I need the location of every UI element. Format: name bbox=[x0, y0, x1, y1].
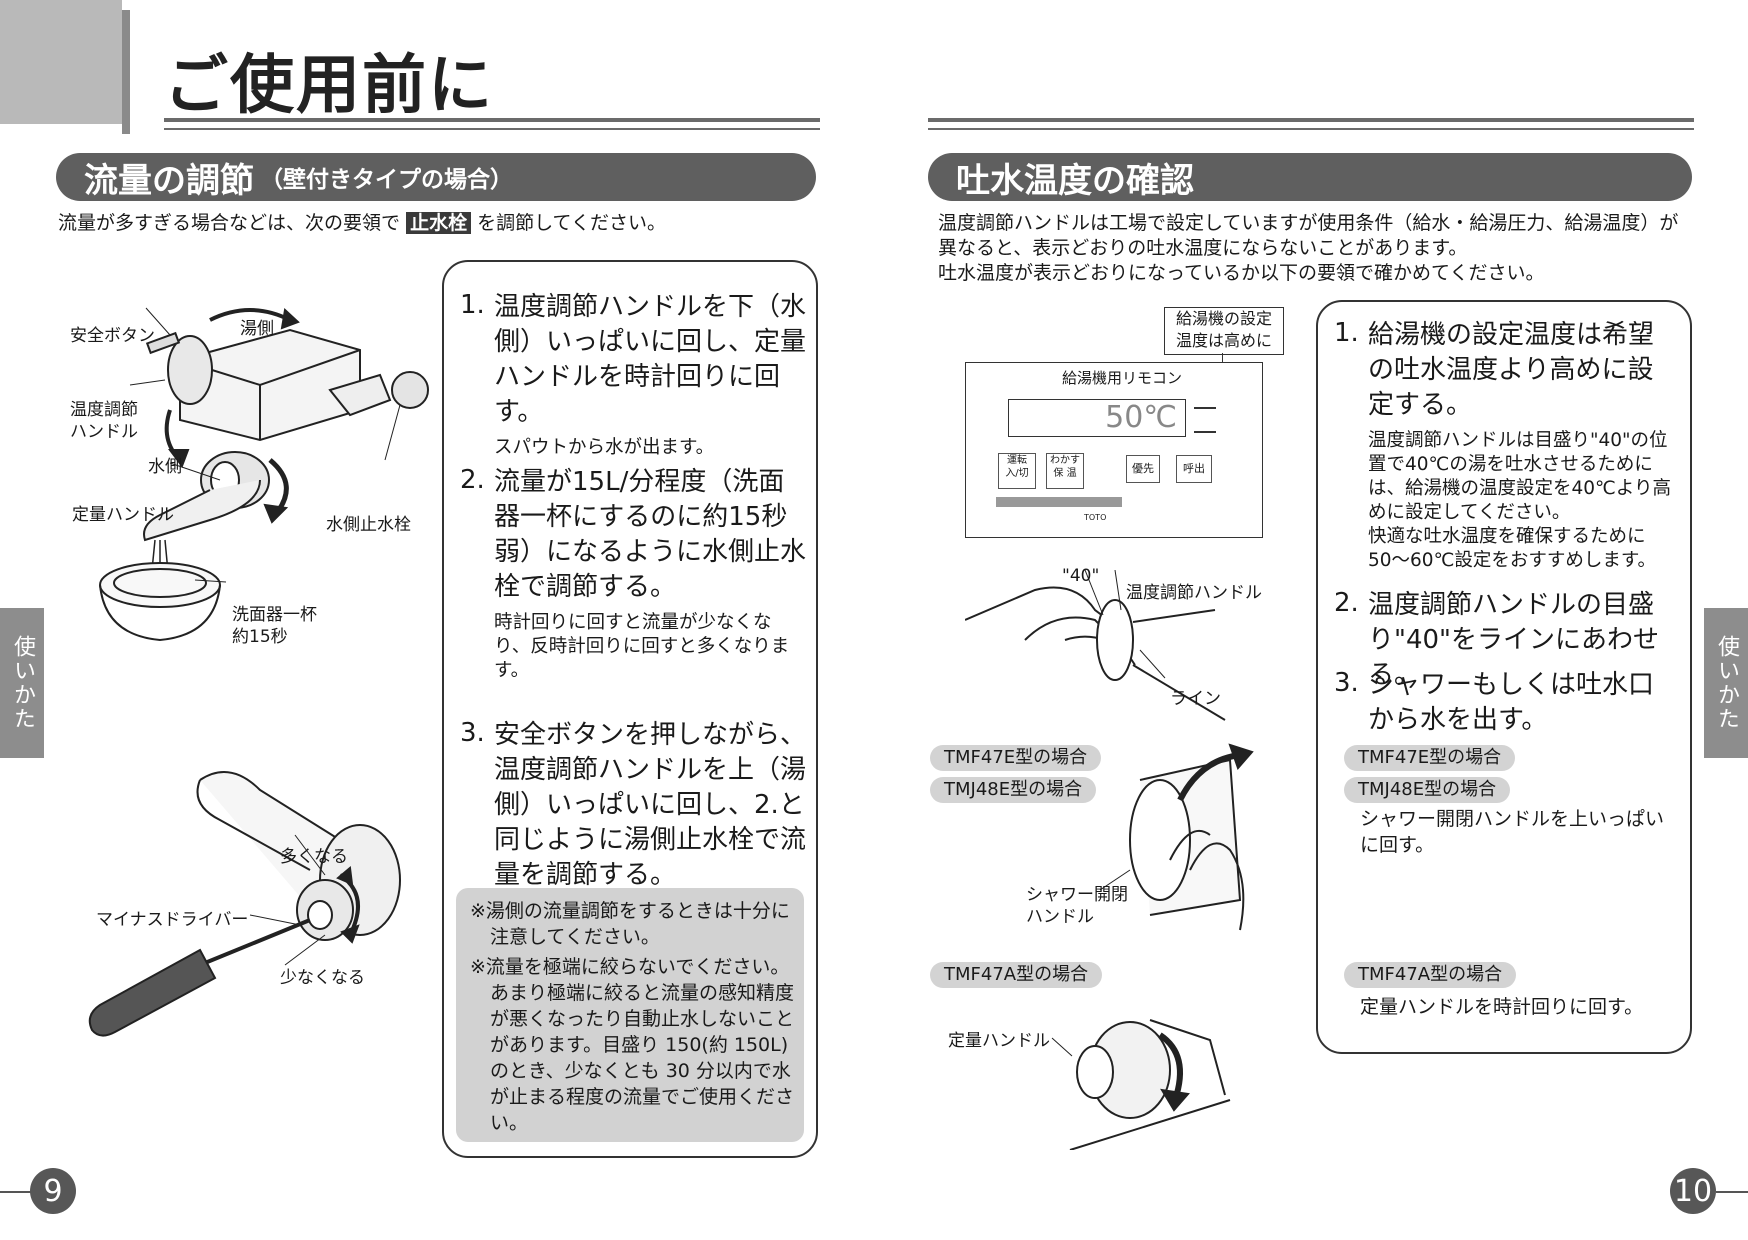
flow-handle-illustration bbox=[1051, 1019, 1231, 1150]
intro-highlight: 止水栓 bbox=[406, 212, 472, 234]
tag-tmf47e-left: TMF47E型の場合 bbox=[930, 745, 1102, 771]
label-flow-handle-right: 定量ハンドル bbox=[948, 1031, 1050, 1051]
steps-box-right bbox=[1316, 300, 1692, 1054]
page-number-left: 9 bbox=[30, 1168, 76, 1214]
tag-tmj48e-right: TMJ48E型の場合 bbox=[1344, 777, 1511, 803]
step-heading: 温度調節ハンドルを下（水側）いっぱいに回し、定量ハンドルを時計回りに回す。 bbox=[494, 292, 807, 427]
remote-brand: TOTO bbox=[1084, 513, 1107, 522]
section-header-flow: 流量の調節 （壁付きタイプの場合） bbox=[56, 153, 816, 201]
right-step-2: 2. 温度調節ハンドルの目盛り"40"をラインにあわせる。 bbox=[1334, 588, 1678, 693]
step-heading: 温度調節ハンドルの目盛り"40"をラインにあわせる。 bbox=[1368, 590, 1660, 690]
tag-tmf47a-left: TMF47A型の場合 bbox=[930, 962, 1103, 988]
step-number: 2. bbox=[460, 465, 485, 495]
title-underline-right-2 bbox=[928, 128, 1694, 130]
right-step-3: 3. シャワーもしくは吐水口から水を出す。 bbox=[1334, 668, 1678, 738]
step-body: 温度調節ハンドルは目盛り"40"の位置で40℃の湯を吐水させるためには、給湯機の… bbox=[1368, 430, 1671, 571]
label-water-stop: 水側止水栓 bbox=[326, 515, 411, 535]
label-water-side: 水側 bbox=[148, 457, 182, 477]
page-title: ご使用前に bbox=[164, 49, 494, 123]
title-underline-left bbox=[164, 118, 820, 122]
page-number-right: 10 bbox=[1670, 1168, 1716, 1214]
tag-tmf47e-right: TMF47E型の場合 bbox=[1344, 745, 1516, 771]
left-step-1: 1. 温度調節ハンドルを下（水側）いっぱいに回し、定量ハンドルを時計回りに回す。… bbox=[460, 290, 806, 460]
screwdriver-illustration bbox=[88, 771, 401, 1037]
remote-button-priority[interactable]: 優先 bbox=[1126, 455, 1160, 483]
label-shower-handle: シャワー開閉 ハンドル bbox=[1026, 885, 1128, 927]
label-basin: 洗面器一杯 約15秒 bbox=[232, 605, 317, 647]
remote-display: 50℃ bbox=[1008, 399, 1186, 437]
label-flow-handle: 定量ハンドル bbox=[72, 505, 174, 525]
label-line: ライン bbox=[1170, 689, 1221, 709]
section-subtitle: （壁付きタイプの場合） bbox=[260, 167, 513, 193]
step-heading: 安全ボタンを押しながら、温度調節ハンドルを上（湯側）いっぱいに回し、2.と同じよ… bbox=[494, 720, 807, 890]
faucet-illustration bbox=[99, 307, 429, 642]
steps-box-left bbox=[442, 260, 818, 1158]
remote-button-power[interactable]: 運転 入/切 bbox=[998, 453, 1036, 489]
left-step-2: 2. 流量が15L/分程度（洗面器一杯にするのに約15秒弱）になるように水側止水… bbox=[460, 465, 806, 683]
remote-warning-strip bbox=[996, 497, 1122, 507]
label-more: 多くなる bbox=[280, 847, 348, 867]
remote-level-icon bbox=[1194, 407, 1216, 433]
title-underline-right bbox=[928, 118, 1694, 122]
left-intro: 流量が多すぎる場合などは、次の要領で 止水栓 を調節してください。 bbox=[58, 211, 798, 236]
step-number: 3. bbox=[460, 718, 485, 748]
label-driver: マイナスドライバー bbox=[96, 910, 249, 930]
title-corner-block bbox=[0, 0, 122, 124]
right-step-1: 1. 給湯機の設定温度は希望の吐水温度より高めに設定する。 温度調節ハンドルは目… bbox=[1334, 318, 1678, 573]
step-heading: シャワーもしくは吐水口から水を出す。 bbox=[1368, 670, 1655, 735]
step-body: スパウトから水が出ます。 bbox=[494, 437, 715, 458]
note-item: ※流量を極端に絞らないでください。あまり極端に絞ると流量の感知精度が悪くなったり… bbox=[470, 956, 795, 1134]
remote-button-call[interactable]: 呼出 bbox=[1176, 455, 1212, 483]
side-tab-left: 使いかた bbox=[0, 608, 44, 758]
intro-text: 流量が多すぎる場合などは、次の要領で bbox=[58, 212, 401, 234]
shower-handle-illustration bbox=[1099, 743, 1254, 931]
section-title: 吐水温度の確認 bbox=[956, 160, 1194, 201]
left-step-3: 3. 安全ボタンを押しながら、温度調節ハンドルを上（湯側）いっぱいに回し、2.と… bbox=[460, 718, 806, 893]
instruction-shower: シャワー開閉ハンドルを上いっぱいに回す。 bbox=[1360, 808, 1665, 856]
section-title: 流量の調節 bbox=[84, 160, 254, 201]
remote-panel: 給湯機用リモコン 50℃ 運転 入/切 わかす 保 温 優先 呼出 TOTO bbox=[965, 362, 1263, 538]
tag-tmf47a-right: TMF47A型の場合 bbox=[1344, 962, 1517, 988]
step-body: 時計回りに回すと流量が少なくなり、反時計回りに回すと多くなります。 bbox=[494, 612, 790, 681]
tag-tmj48e-left: TMJ48E型の場合 bbox=[930, 777, 1097, 803]
callout-water-heater: 給湯機の設定 温度は高めに bbox=[1164, 307, 1284, 355]
footer-line-left bbox=[0, 1191, 32, 1193]
step-number: 1. bbox=[1334, 318, 1359, 348]
label-temp-handle-right: 温度調節ハンドル bbox=[1126, 583, 1262, 603]
left-notes: ※湯側の流量調節をするときは十分に注意してください。 ※流量を極端に絞らないでく… bbox=[456, 888, 804, 1142]
right-intro: 温度調節ハンドルは工場で設定していますが使用条件（給水・給湯圧力、給湯温度）が異… bbox=[938, 212, 1679, 284]
label-safety-button: 安全ボタン bbox=[70, 326, 155, 346]
note-item: ※湯側の流量調節をするときは十分に注意してください。 bbox=[470, 900, 790, 948]
instruction-flow: 定量ハンドルを時計回りに回す。 bbox=[1360, 996, 1644, 1018]
step-number: 3. bbox=[1334, 668, 1359, 698]
section-header-temperature: 吐水温度の確認 bbox=[928, 153, 1692, 201]
side-tab-right: 使いかた bbox=[1704, 608, 1748, 758]
title-underline-left-2 bbox=[164, 128, 820, 130]
intro-text-end: を調節してください。 bbox=[477, 212, 666, 234]
step-number: 1. bbox=[460, 290, 485, 320]
step-number: 2. bbox=[1334, 588, 1359, 618]
temp-handle-illustration bbox=[965, 570, 1226, 721]
step-heading: 流量が15L/分程度（洗面器一杯にするのに約15秒弱）になるように水側止水栓で調… bbox=[494, 467, 807, 602]
remote-title: 給湯機用リモコン bbox=[1062, 369, 1183, 387]
title-corner-shadow bbox=[122, 10, 130, 134]
step-heading: 給湯機の設定温度は希望の吐水温度より高めに設定する。 bbox=[1368, 320, 1655, 420]
label-hot-side: 湯側 bbox=[240, 319, 274, 339]
remote-button-reheat[interactable]: わかす 保 温 bbox=[1046, 453, 1084, 489]
label-mark-40: "40" bbox=[1062, 566, 1100, 586]
label-temp-handle: 温度調節 ハンドル bbox=[70, 400, 138, 442]
footer-line-right bbox=[1716, 1191, 1748, 1193]
remote-temperature: 50℃ bbox=[1105, 400, 1177, 435]
label-less: 少なくなる bbox=[280, 968, 365, 988]
